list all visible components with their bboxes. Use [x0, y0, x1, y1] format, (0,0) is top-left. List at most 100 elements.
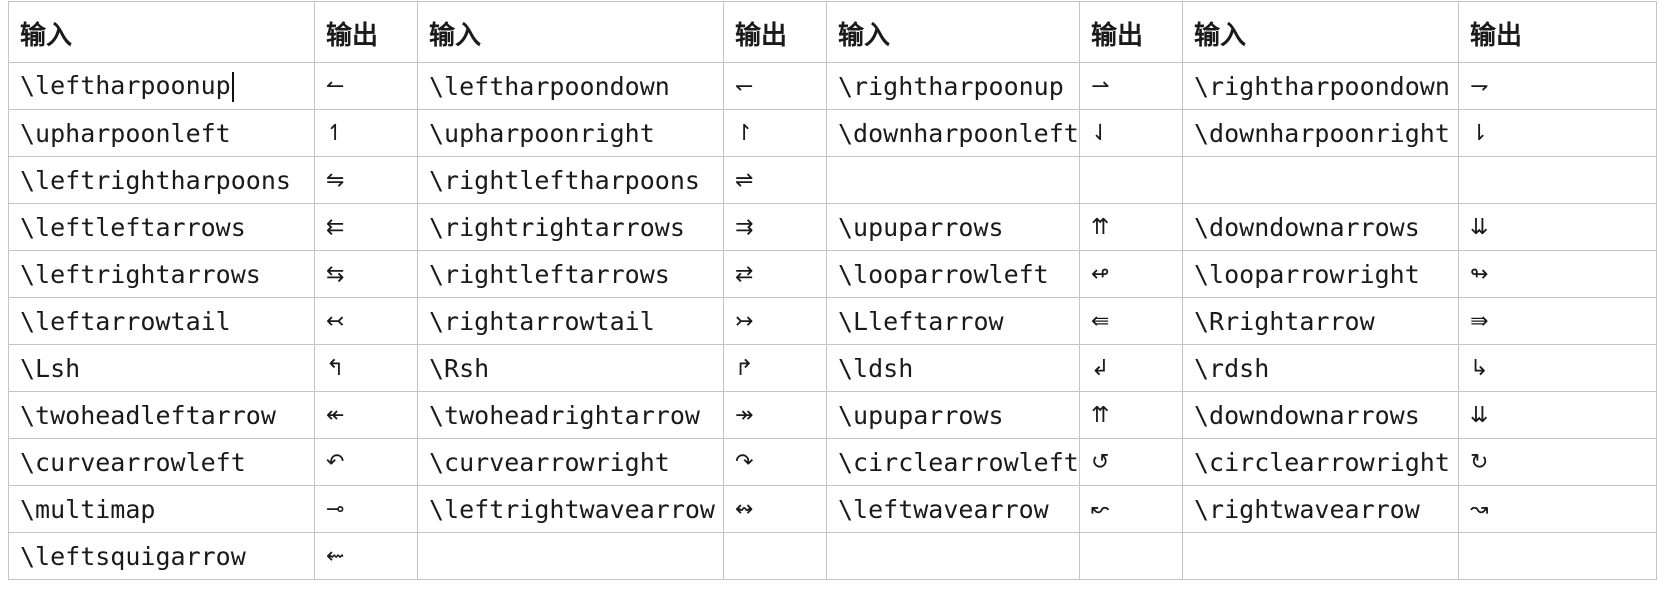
output-cell[interactable]: ⇂: [1458, 109, 1657, 157]
input-cell[interactable]: \circlearrowleft: [826, 438, 1080, 486]
input-cell[interactable]: \Rsh: [417, 344, 724, 392]
output-cell[interactable]: [1458, 156, 1657, 204]
input-cell[interactable]: \upuparrows: [826, 391, 1080, 439]
output-cell[interactable]: ↱: [723, 344, 827, 392]
input-cell[interactable]: \multimap: [8, 485, 315, 533]
output-cell[interactable]: ⇜: [314, 532, 418, 580]
output-cell[interactable]: ⇃: [1079, 109, 1183, 157]
output-cell[interactable]: ↷: [723, 438, 827, 486]
output-cell[interactable]: ↬: [1458, 250, 1657, 298]
output-cell[interactable]: [1458, 532, 1657, 580]
input-cell[interactable]: \looparrowright: [1182, 250, 1459, 298]
input-cell[interactable]: \rightleftarrows: [417, 250, 724, 298]
output-cell[interactable]: [1079, 156, 1183, 204]
output-cell[interactable]: ↾: [723, 109, 827, 157]
input-cell[interactable]: \downdownarrows: [1182, 391, 1459, 439]
output-cell[interactable]: ⇀: [1079, 62, 1183, 110]
input-cell[interactable]: [826, 156, 1080, 204]
output-cell[interactable]: ⇊: [1458, 391, 1657, 439]
output-cell[interactable]: ↜: [1079, 485, 1183, 533]
output-cell[interactable]: ⇚: [1079, 297, 1183, 345]
table-row: \leftleftarrows ⇇ \rightrightarrows ⇉ \u…: [8, 203, 1657, 251]
output-cell[interactable]: ↺: [1079, 438, 1183, 486]
input-cell[interactable]: \leftrightarrows: [8, 250, 315, 298]
output-cell[interactable]: ↭: [723, 485, 827, 533]
input-cell[interactable]: \rightarrowtail: [417, 297, 724, 345]
output-cell[interactable]: ↣: [723, 297, 827, 345]
output-cell[interactable]: ⇌: [723, 156, 827, 204]
output-cell[interactable]: ↶: [314, 438, 418, 486]
input-cell[interactable]: [1182, 532, 1459, 580]
input-cell[interactable]: \leftwavearrow: [826, 485, 1080, 533]
header-output-4: 输出: [1458, 1, 1657, 63]
input-cell[interactable]: \downharpoonright: [1182, 109, 1459, 157]
table-row: \multimap ⊸ \leftrightwavearrow ↭ \leftw…: [8, 485, 1657, 533]
input-cell[interactable]: \rdsh: [1182, 344, 1459, 392]
input-cell[interactable]: \rightharpoonup: [826, 62, 1080, 110]
input-cell[interactable]: \leftrightwavearrow: [417, 485, 724, 533]
output-cell[interactable]: ↢: [314, 297, 418, 345]
output-cell[interactable]: ⇋: [314, 156, 418, 204]
table-row: \upharpoonleft ↿ \upharpoonright ↾ \down…: [8, 109, 1657, 157]
input-cell[interactable]: [1182, 156, 1459, 204]
input-cell[interactable]: \leftarrowtail: [8, 297, 315, 345]
output-cell[interactable]: ⇇: [314, 203, 418, 251]
output-cell[interactable]: ↼: [314, 62, 418, 110]
output-cell[interactable]: ↲: [1079, 344, 1183, 392]
output-cell[interactable]: ⇆: [314, 250, 418, 298]
input-cell[interactable]: \upharpoonright: [417, 109, 724, 157]
input-cell[interactable]: \rightrightarrows: [417, 203, 724, 251]
input-cell[interactable]: \rightleftharpoons: [417, 156, 724, 204]
table-row: \leftsquigarrow ⇜: [8, 532, 1657, 580]
input-cell[interactable]: \Lleftarrow: [826, 297, 1080, 345]
input-cell[interactable]: \curvearrowleft: [8, 438, 315, 486]
input-cell[interactable]: \Rrightarrow: [1182, 297, 1459, 345]
header-input-4: 输入: [1182, 1, 1459, 63]
output-cell[interactable]: ↝: [1458, 485, 1657, 533]
input-cell[interactable]: \looparrowleft: [826, 250, 1080, 298]
output-cell[interactable]: ↫: [1079, 250, 1183, 298]
output-cell[interactable]: ↰: [314, 344, 418, 392]
input-cell[interactable]: \upuparrows: [826, 203, 1080, 251]
input-cell[interactable]: \twoheadleftarrow: [8, 391, 315, 439]
output-cell[interactable]: ⇈: [1079, 391, 1183, 439]
input-cell[interactable]: \leftrightharpoons: [8, 156, 315, 204]
text-cursor: [231, 71, 234, 102]
output-cell[interactable]: ↳: [1458, 344, 1657, 392]
output-cell[interactable]: ↠: [723, 391, 827, 439]
input-cell[interactable]: \leftharpoonup: [8, 62, 315, 110]
input-cell[interactable]: [417, 532, 724, 580]
input-cell[interactable]: \rightharpoondown: [1182, 62, 1459, 110]
table-row: \leftarrowtail ↢ \rightarrowtail ↣ \Llef…: [8, 297, 1657, 345]
header-input-3: 输入: [826, 1, 1080, 63]
input-cell[interactable]: \circlearrowright: [1182, 438, 1459, 486]
input-cell[interactable]: \rightwavearrow: [1182, 485, 1459, 533]
output-cell[interactable]: ⇊: [1458, 203, 1657, 251]
output-cell[interactable]: ⇉: [723, 203, 827, 251]
input-cell[interactable]: \ldsh: [826, 344, 1080, 392]
input-cell[interactable]: \upharpoonleft: [8, 109, 315, 157]
input-cell[interactable]: \leftharpoondown: [417, 62, 724, 110]
table-row: \Lsh ↰ \Rsh ↱ \ldsh ↲ \rdsh ↳: [8, 344, 1657, 392]
output-cell[interactable]: ⇁: [1458, 62, 1657, 110]
input-cell[interactable]: \downdownarrows: [1182, 203, 1459, 251]
input-cell[interactable]: \leftleftarrows: [8, 203, 315, 251]
output-cell[interactable]: ⇛: [1458, 297, 1657, 345]
output-cell[interactable]: ↿: [314, 109, 418, 157]
input-cell[interactable]: \curvearrowright: [417, 438, 724, 486]
input-cell[interactable]: \downharpoonleft: [826, 109, 1080, 157]
table-row: \curvearrowleft ↶ \curvearrowright ↷ \ci…: [8, 438, 1657, 486]
output-cell[interactable]: ⊸: [314, 485, 418, 533]
output-cell[interactable]: [723, 532, 827, 580]
input-cell[interactable]: [826, 532, 1080, 580]
output-cell[interactable]: ↞: [314, 391, 418, 439]
input-cell[interactable]: \twoheadrightarrow: [417, 391, 724, 439]
output-cell[interactable]: ⇄: [723, 250, 827, 298]
output-cell[interactable]: ⇈: [1079, 203, 1183, 251]
input-cell[interactable]: \Lsh: [8, 344, 315, 392]
input-cell[interactable]: \leftsquigarrow: [8, 532, 315, 580]
output-cell[interactable]: ↻: [1458, 438, 1657, 486]
output-cell[interactable]: ↽: [723, 62, 827, 110]
output-cell[interactable]: [1079, 532, 1183, 580]
header-output-3: 输出: [1079, 1, 1183, 63]
